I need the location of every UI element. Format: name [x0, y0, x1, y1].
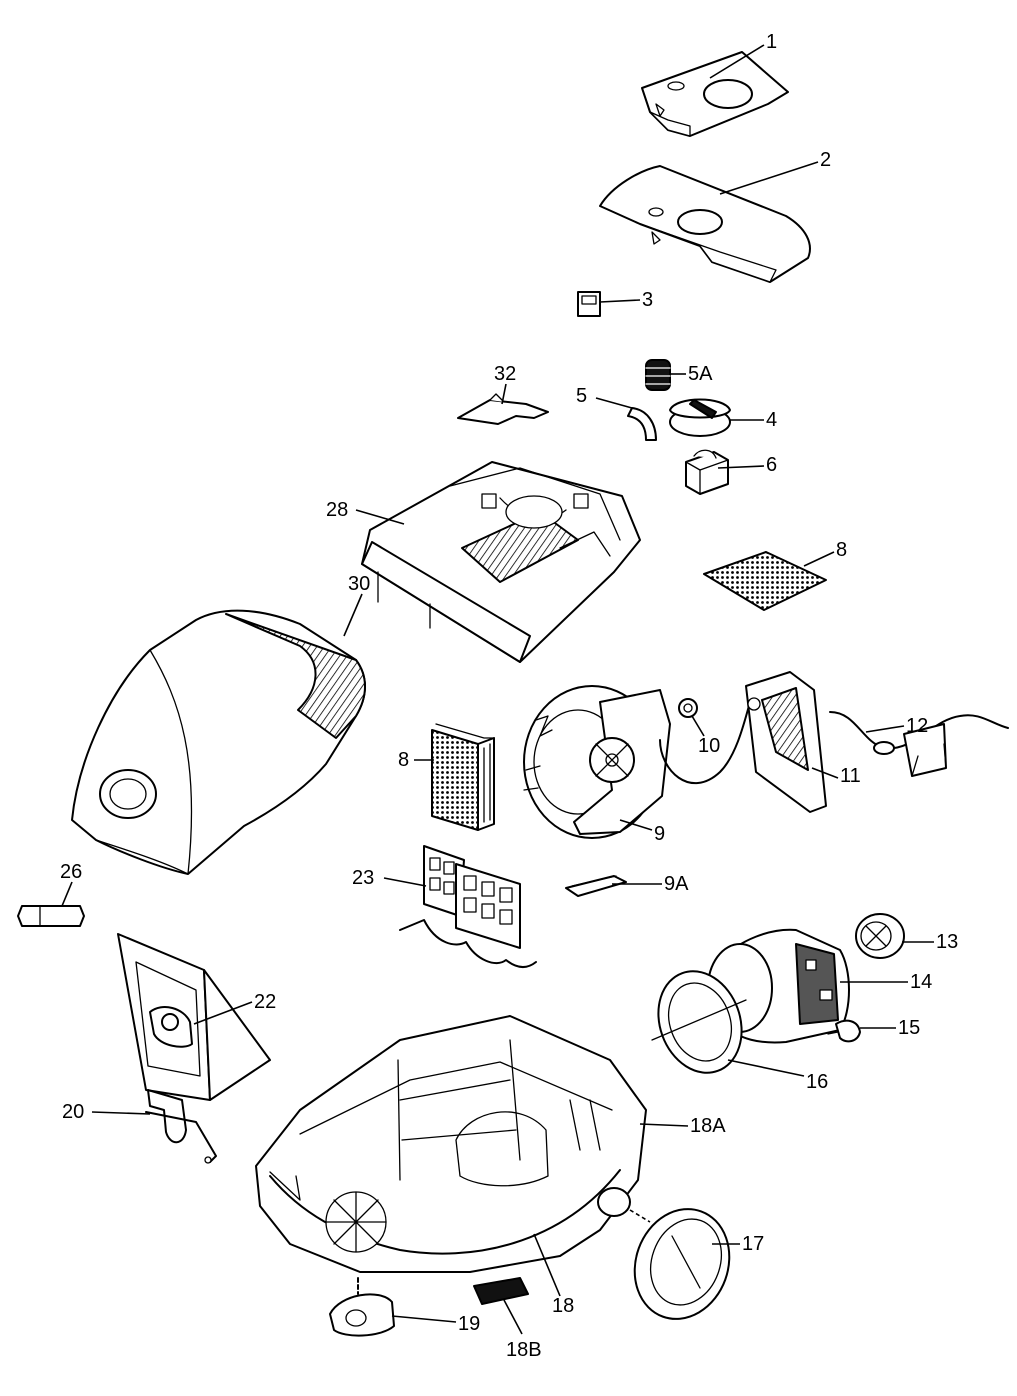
label-1: 1 — [766, 31, 777, 53]
part-6-block — [685, 449, 729, 495]
label-5: 5 — [576, 385, 587, 407]
part-1-cover-plate — [641, 51, 789, 137]
label-28: 28 — [326, 499, 348, 521]
label-26: 26 — [60, 861, 82, 883]
part-26-tube — [17, 905, 85, 927]
label-23: 23 — [352, 867, 374, 889]
part-19-castor — [329, 1277, 395, 1337]
label-9a: 9A — [664, 873, 689, 895]
label-15: 15 — [898, 1017, 920, 1039]
part-13-motor-cap — [855, 913, 905, 959]
label-6: 6 — [766, 454, 777, 476]
label-10: 10 — [698, 735, 720, 757]
part-5a-spring — [645, 359, 671, 391]
label-22: 22 — [254, 991, 276, 1013]
part-9a-latch — [565, 875, 627, 897]
label-2: 2 — [820, 149, 831, 171]
part-20-bag-clip — [145, 1089, 217, 1164]
part-8-pleated-filter — [431, 723, 495, 831]
label-12: 12 — [906, 715, 928, 737]
label-17: 17 — [742, 1233, 764, 1255]
part-8-square-filter — [703, 551, 827, 611]
part-32-bracket — [457, 393, 549, 425]
part-28-upper-housing — [361, 461, 641, 663]
label-19: 19 — [458, 1313, 480, 1335]
part-18-main-body — [255, 1015, 647, 1273]
label-16: 16 — [806, 1071, 828, 1093]
part-18b-foot — [473, 1277, 529, 1305]
part-16-gasket-ring — [651, 970, 747, 1074]
part-5-slider — [627, 407, 657, 441]
label-9: 9 — [654, 823, 665, 845]
label-13: 13 — [936, 931, 958, 953]
part-9-cord-reel — [523, 685, 751, 839]
part-30-lid — [71, 609, 366, 875]
part-23-bag-frame — [399, 845, 537, 968]
part-14-motor — [707, 928, 850, 1044]
label-8-upper: 8 — [836, 539, 847, 561]
part-10-nut — [678, 698, 698, 718]
part-4-knob — [669, 398, 731, 437]
part-11-switch-plate — [745, 671, 827, 813]
part-17-wheel — [633, 1208, 731, 1320]
part-15-brush — [827, 1019, 861, 1043]
part-2-handle-panel — [599, 165, 811, 283]
label-32: 32 — [494, 363, 516, 385]
label-14: 14 — [910, 971, 932, 993]
part-22-dust-bag — [117, 933, 271, 1101]
label-5a: 5A — [688, 363, 713, 385]
part-12-cord-plug — [829, 711, 1009, 777]
label-30: 30 — [348, 573, 370, 595]
label-20: 20 — [62, 1101, 84, 1123]
label-18: 18 — [552, 1295, 574, 1317]
label-11: 11 — [840, 765, 861, 787]
label-18a: 18A — [690, 1115, 726, 1137]
label-18b: 18B — [506, 1339, 542, 1361]
part-3-clip — [577, 291, 601, 317]
label-4: 4 — [766, 409, 777, 431]
label-3: 3 — [642, 289, 653, 311]
label-8-lower: 8 — [398, 749, 409, 771]
